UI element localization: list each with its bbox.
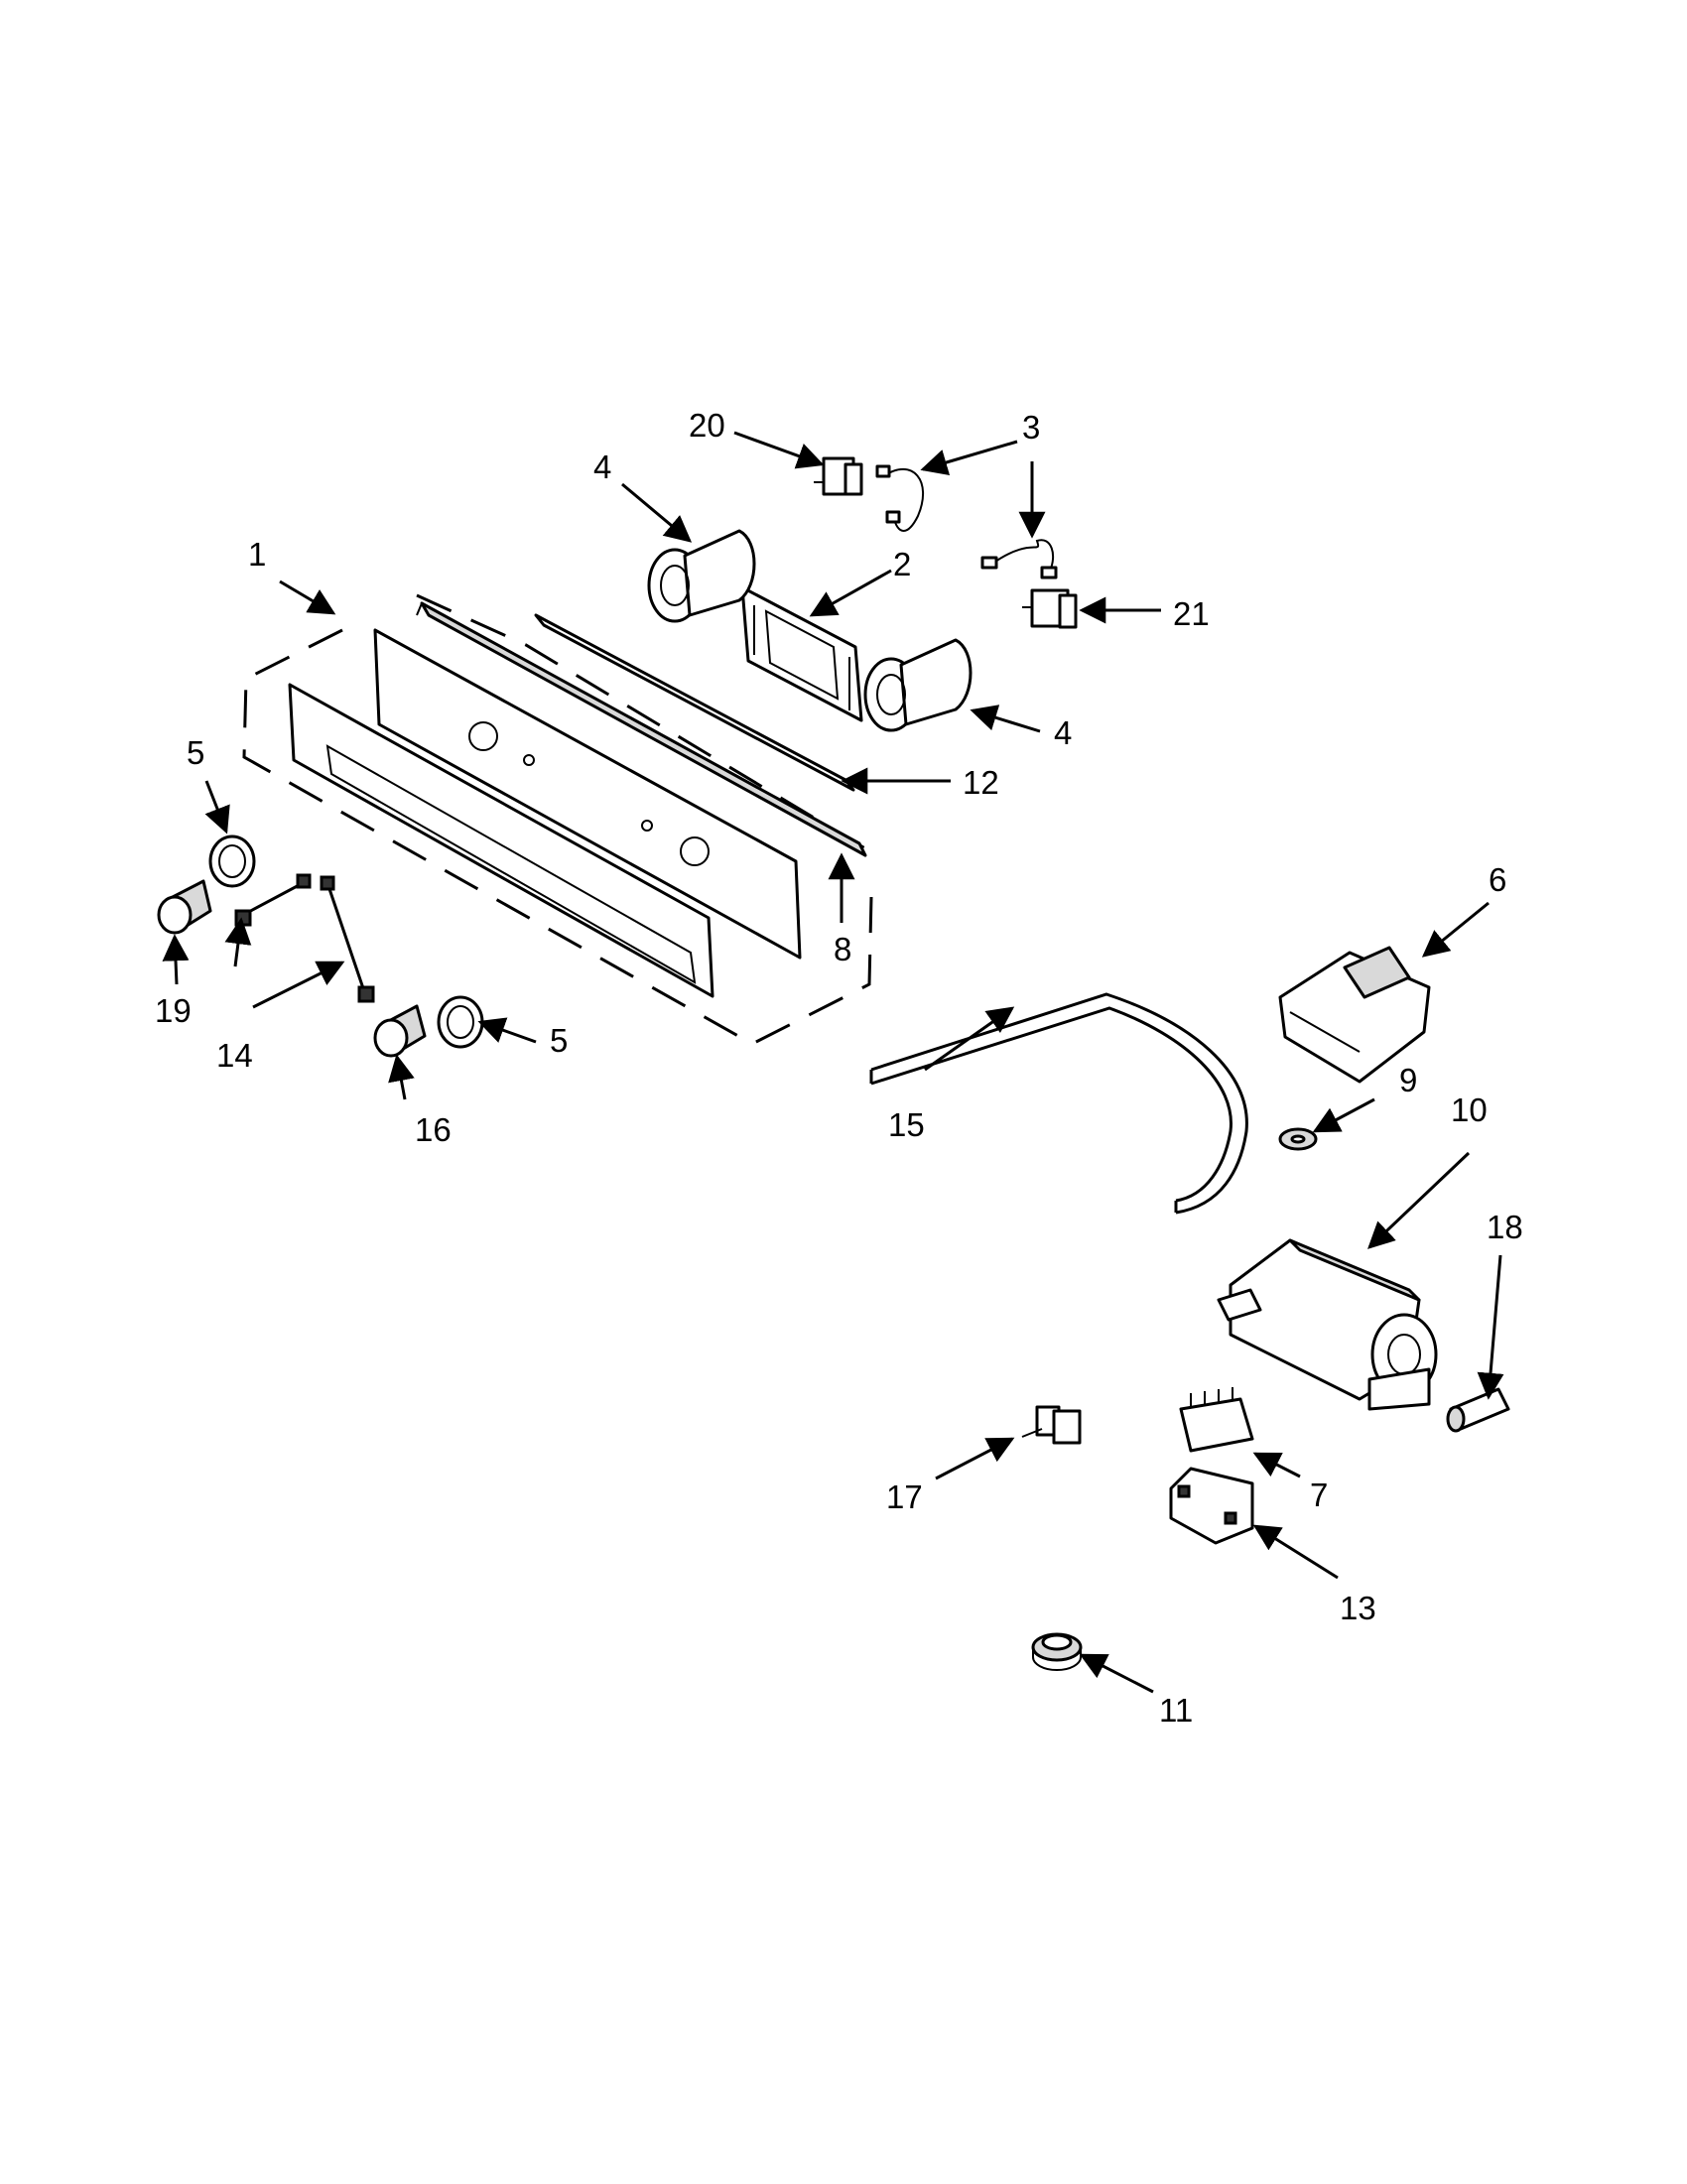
leader-lines — [162, 431, 1504, 1694]
callout-5-left: 5 — [187, 734, 204, 771]
callout-5-right: 5 — [550, 1022, 568, 1059]
part-14-knob-shaft-left — [234, 873, 312, 927]
callout-8: 8 — [834, 931, 851, 967]
part-9-washer — [1278, 1127, 1318, 1151]
callout-4-upper: 4 — [593, 449, 611, 485]
part-7-terminal-strip — [1179, 1387, 1254, 1453]
part-17-switch — [1021, 1405, 1082, 1445]
part-6-terminal-block — [1278, 946, 1431, 1084]
callout-21: 21 — [1173, 595, 1210, 632]
callout-1: 1 — [248, 536, 266, 573]
callout-7: 7 — [1310, 1477, 1328, 1513]
part-4-lamp-socket-upper — [647, 529, 756, 623]
callout-12: 12 — [963, 764, 999, 801]
callout-14: 14 — [216, 1037, 253, 1074]
part-14-knob-shaft-right — [320, 875, 375, 1003]
callout-4-lower: 4 — [1054, 714, 1072, 751]
callout-10: 10 — [1451, 1092, 1488, 1128]
callout-18: 18 — [1487, 1209, 1523, 1245]
part-15-duct-gasket — [869, 992, 1248, 1215]
callout-17: 17 — [886, 1478, 923, 1515]
part-5-knob-bezel-left — [208, 835, 256, 888]
part-1-control-panel-assembly — [242, 593, 874, 1046]
part-16-knob — [373, 1004, 427, 1058]
part-4-lamp-socket-lower — [863, 638, 973, 732]
part-18-capacitor — [1446, 1387, 1510, 1433]
part-2-display-frame — [740, 585, 863, 722]
callout-6: 6 — [1489, 861, 1506, 898]
callout-labels: 1 2 3 4 4 5 5 6 7 8 9 10 11 12 13 14 15 … — [155, 407, 1523, 1729]
part-3-wire-harness-upper — [875, 464, 924, 532]
callout-11: 11 — [1159, 1692, 1193, 1729]
callout-3: 3 — [1022, 409, 1040, 446]
part-19-knob — [157, 879, 212, 935]
part-5-knob-bezel-right — [437, 995, 484, 1049]
part-21-switch — [1022, 588, 1078, 629]
callout-16: 16 — [415, 1111, 452, 1148]
callout-19: 19 — [155, 992, 192, 1029]
callout-9: 9 — [1399, 1062, 1417, 1098]
part-13-relay — [1169, 1467, 1254, 1545]
callout-20: 20 — [689, 407, 725, 444]
callout-2: 2 — [893, 546, 911, 582]
callout-13: 13 — [1340, 1590, 1376, 1626]
part-10-blower-motor — [1217, 1238, 1438, 1411]
part-11-bushing — [1031, 1632, 1083, 1671]
part-20-switch — [814, 456, 863, 496]
part-3-wire-harness-lower — [980, 539, 1058, 579]
callout-15: 15 — [888, 1106, 925, 1143]
